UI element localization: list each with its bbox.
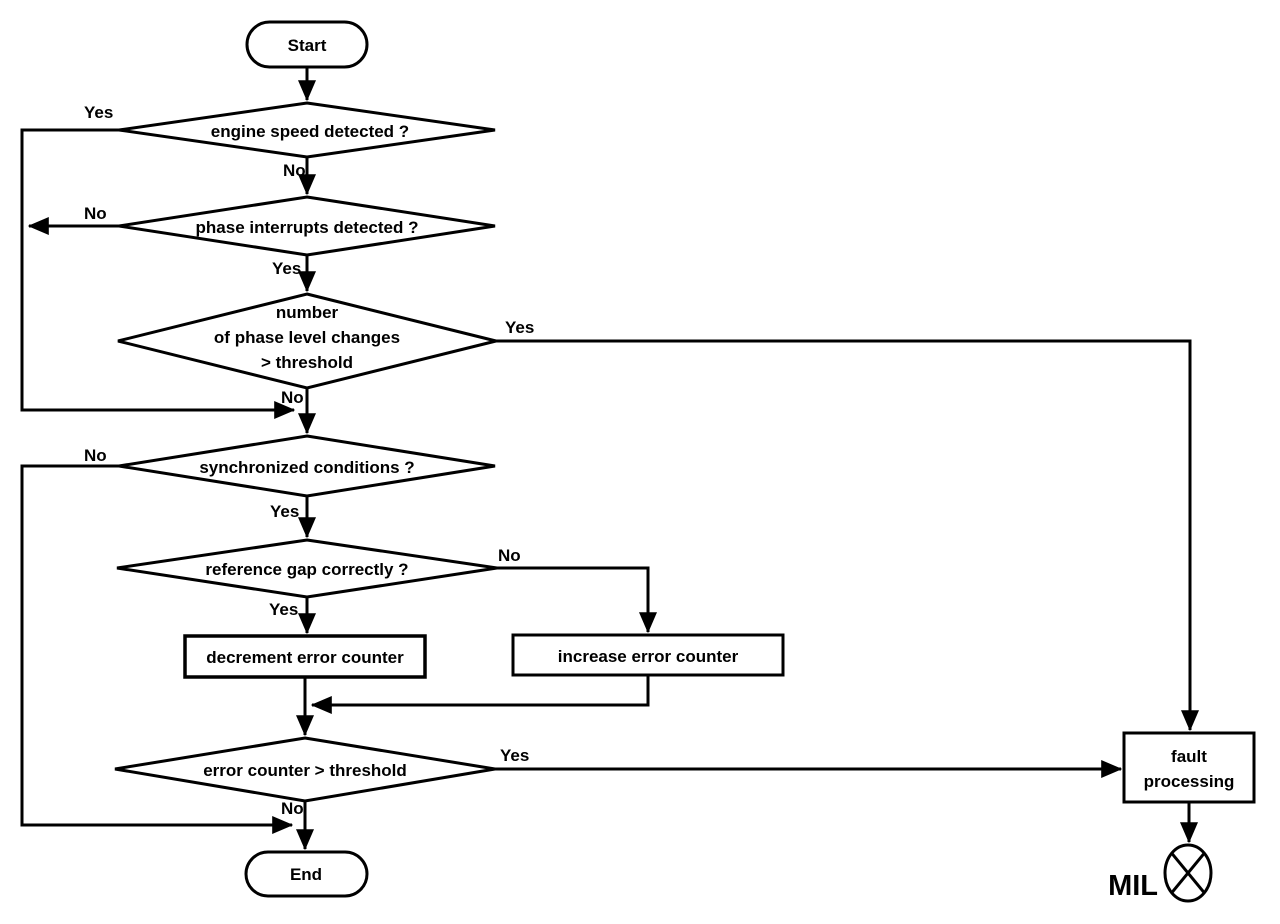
- reference-gap-decision: [116, 538, 498, 599]
- mil-label: MIL: [1108, 870, 1158, 902]
- error-counter-decision: [114, 736, 496, 803]
- engine-speed-yes-label: Yes: [84, 103, 113, 122]
- synchronized-no-label: No: [84, 446, 107, 465]
- increase-counter-process: [511, 633, 785, 677]
- phase-level-changes-label-line2: of phase level changes: [214, 328, 400, 347]
- reference-gap-no-label: No: [498, 546, 521, 565]
- phase-level-changes-decision: [117, 292, 497, 390]
- phase-level-changes-label-line1: number: [276, 303, 339, 322]
- start-label: Start: [288, 36, 327, 55]
- phase-level-changes-yes-label: Yes: [505, 318, 534, 337]
- edge-synchronized-no-loop: [20, 464, 294, 834]
- start-terminator: [245, 20, 369, 69]
- fault-processing-label-line1: fault: [1171, 747, 1207, 766]
- mil-lamp-icon: [1163, 843, 1213, 903]
- error-counter-label: error counter > threshold: [203, 761, 407, 780]
- error-counter-yes-label: Yes: [500, 746, 529, 765]
- end-terminator: [244, 850, 369, 898]
- increase-counter-label: increase error counter: [558, 647, 739, 666]
- engine-speed-no-label: No: [283, 161, 306, 180]
- edge-increase-merge: [310, 675, 650, 714]
- edge-phase-level-changes-yes: [496, 339, 1199, 732]
- reference-gap-label: reference gap correctly ?: [205, 560, 408, 579]
- reference-gap-yes-label: Yes: [269, 600, 298, 619]
- phase-interrupts-yes-label: Yes: [272, 259, 301, 278]
- phase-interrupts-decision: [118, 195, 496, 257]
- fault-processing-label-line2: processing: [1144, 772, 1235, 791]
- error-counter-no-label: No: [281, 799, 304, 818]
- synchronized-label: synchronized conditions ?: [199, 458, 414, 477]
- end-label: End: [290, 865, 322, 884]
- phase-level-changes-label-line3: > threshold: [261, 353, 353, 372]
- engine-speed-label: engine speed detected ?: [211, 122, 409, 141]
- phase-level-changes-no-label: No: [281, 388, 304, 407]
- engine-speed-decision: [118, 101, 496, 159]
- decrement-counter-process: [183, 634, 427, 679]
- edge-engine-speed-yes-loop: [20, 128, 296, 419]
- synchronized-decision: [118, 434, 496, 498]
- synchronized-yes-label: Yes: [270, 502, 299, 521]
- decrement-counter-label: decrement error counter: [206, 648, 404, 667]
- phase-interrupts-label: phase interrupts detected ?: [196, 218, 419, 237]
- edge-reference-gap-no: [497, 566, 657, 634]
- phase-interrupts-no-label: No: [84, 204, 107, 223]
- fault-processing-process: [1122, 731, 1256, 804]
